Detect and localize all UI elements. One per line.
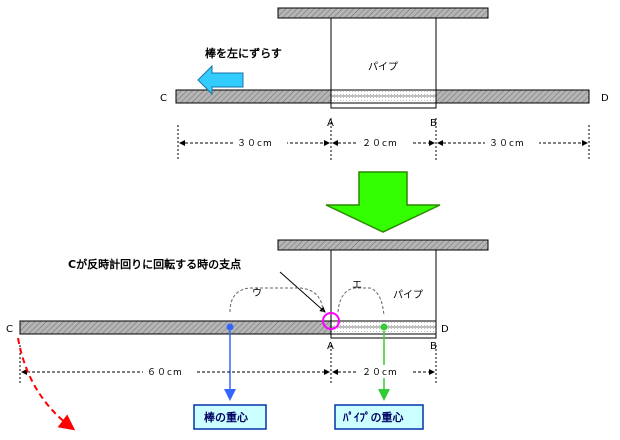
bottom-dim-right: ２０cm [362,368,398,378]
top-point-b: B [430,118,437,129]
top-rod-in-pipe [330,89,437,104]
bottom-pipe-label: パイプ [393,289,423,301]
bottom-point-b: B [430,341,437,352]
top-dim-mid: ２０cm [362,139,398,149]
top-dim-mid-bg [358,136,412,149]
top-dim-left: ３０cm [237,139,273,149]
transition-down-arrow-icon [325,171,441,233]
pivot-label: Cが反時計回りに回転する時の支点 [68,257,241,271]
left-shift-arrow-icon [197,64,244,96]
pivot-pointer [279,271,326,313]
rod-cg-dot [226,323,234,331]
bottom-dim-left-bg [143,365,197,378]
bottom-rod [19,320,332,335]
top-ceiling [277,7,489,19]
label-e: エ [352,280,362,291]
top-pipe-label: パイプ [368,61,398,73]
bottom-point-d: D [441,324,449,335]
rod-cg-label: 棒の重心 [204,410,248,424]
bottom-ceiling [277,239,489,251]
pipe-cg-dot [380,323,388,331]
top-dim-right: ３０cm [489,139,525,149]
bottom-diagram: パイプ C D A B Cが反時計回りに回転する時の支点 ウ エ [6,239,489,431]
top-point-d: D [601,93,609,104]
pipe-cg-label: ﾊﾟｲﾌﾟの重心 [342,410,404,424]
top-arrow-label: 棒を左にずらす [205,46,282,60]
rod-cg-box [193,404,267,430]
arc-e [337,287,385,317]
label-u: ウ [252,287,262,299]
top-diagram: パイプ C D 棒を左にずらす A B ３０cm ２０cm ３０cm [160,7,609,160]
pivot-circle [322,312,340,330]
bottom-point-c: C [6,324,13,335]
rotation-arrow-icon [17,337,76,431]
bottom-dim-left: ６０cm [147,368,183,378]
arc-u [229,287,324,313]
top-dim-right-bg [485,136,539,149]
bottom-dim-right-bg [358,365,412,378]
top-point-c: C [160,93,167,104]
pipe-cg-box [334,404,424,430]
top-dim-left-bg [233,136,287,149]
